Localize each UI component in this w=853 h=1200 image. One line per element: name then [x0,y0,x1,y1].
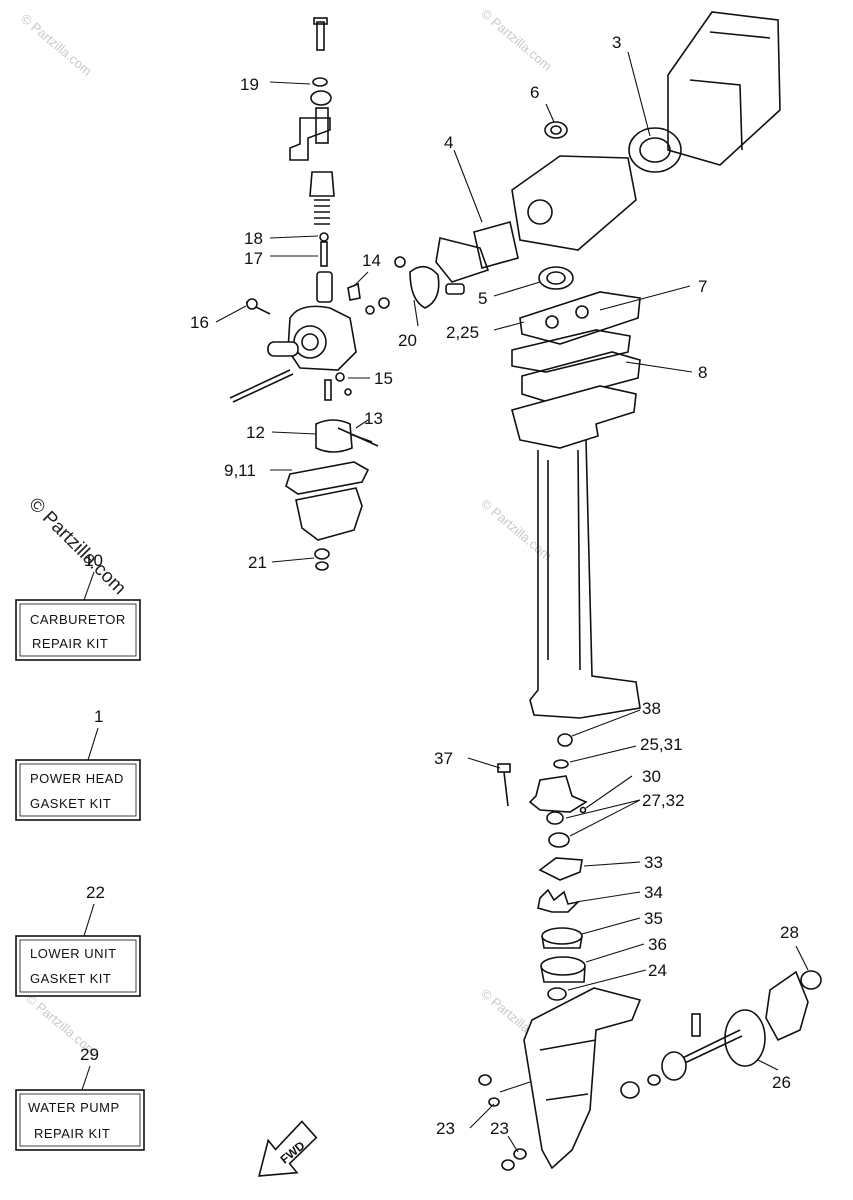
kit-lower-unit-gasket: 22 LOWER UNIT GASKET KIT [15,883,141,997]
callout-38: 38 [642,699,661,718]
kit-line1: WATER PUMP [28,1100,120,1115]
callout-19: 19 [240,75,259,94]
callout-15: 15 [374,369,393,388]
kit-line2: REPAIR KIT [32,636,108,651]
callout-9-11: 9,11 [224,461,256,480]
callout-27-32: 27,32 [642,791,685,810]
callout-35: 35 [644,909,663,928]
callout-23: 23 [436,1119,455,1138]
callout-28: 28 [780,923,799,942]
callout-33: 33 [644,853,663,872]
kit-number: 1 [94,707,103,726]
kit-number: 29 [80,1045,99,1064]
leader-lines [215,51,809,1153]
callout-18: 18 [244,229,263,248]
callout-23: 23 [490,1119,509,1138]
callout-6: 6 [530,83,539,102]
forward-arrow: FWD [258,1120,318,1177]
callout-37: 37 [434,749,453,768]
kit-line1: LOWER UNIT [30,946,117,961]
kit-water-pump-repair: 29 WATER PUMP REPAIR KIT [15,1045,145,1151]
watermark-dark: © Partzilla.com [24,494,129,599]
callout-7: 7 [698,277,707,296]
callout-8: 8 [698,363,707,382]
callout-2-25: 2,25 [446,323,479,342]
callout-24: 24 [648,961,667,980]
callout-4: 4 [444,133,453,152]
callout-30: 30 [642,767,661,786]
power-head-assembly [473,11,781,719]
kit-carburetor-repair: 10 CARBURETOR REPAIR KIT [15,551,141,661]
watermark: © Partzilla.com [18,11,95,79]
callout-36: 36 [648,935,667,954]
kit-power-head-gasket: 1 POWER HEAD GASKET KIT [15,707,141,821]
callout-17: 17 [244,249,263,268]
callout-34: 34 [644,883,663,902]
callout-20: 20 [398,331,417,350]
kit-number: 22 [86,883,105,902]
callout-5: 5 [478,289,487,308]
callout-25-31: 25,31 [640,735,683,754]
carburetor-assembly [229,17,490,571]
watermark: © Partzilla.com [478,6,555,74]
kit-line1: POWER HEAD [30,771,124,786]
callout-16: 16 [190,313,209,332]
kit-number: 10 [84,551,103,570]
callout-13: 13 [364,409,383,428]
kit-line1: CARBURETOR [30,612,126,627]
callout-26: 26 [772,1073,791,1092]
lower-unit-assembly [478,733,822,1171]
callout-3: 3 [612,33,621,52]
callout-numbers: 19 3 6 4 18 17 14 16 5 7 2,25 20 15 8 12… [190,33,799,1138]
callout-12: 12 [246,423,265,442]
kit-line2: GASKET KIT [30,971,111,986]
kit-line2: REPAIR KIT [34,1126,110,1141]
kit-line2: GASKET KIT [30,796,111,811]
watermark: © Partzilla.com [478,496,555,564]
callout-14: 14 [362,251,381,270]
callout-21: 21 [248,553,267,572]
